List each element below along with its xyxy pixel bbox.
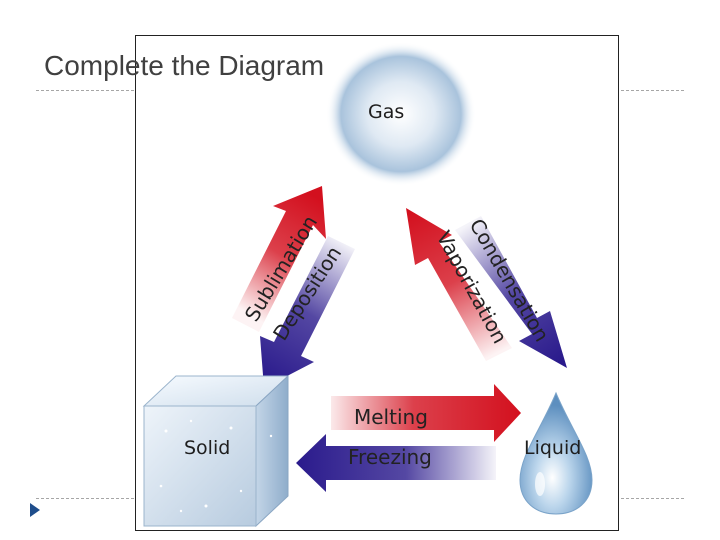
condensation-arrow	[455, 216, 567, 368]
bullet-arrow-icon	[30, 503, 40, 517]
slide-title: Complete the Diagram	[44, 50, 325, 81]
freezing-arrow	[296, 434, 496, 492]
sublimation-arrow	[232, 186, 326, 332]
water-drop-icon	[519, 391, 593, 515]
melting-label: Melting	[354, 405, 428, 429]
gas-cloud-icon	[326, 42, 476, 186]
vaporization-arrow	[406, 208, 512, 361]
liquid-label: Liquid	[524, 437, 581, 459]
deposition-arrow	[260, 236, 355, 388]
phase-change-diagram: Gas Sublimation Deposition Condensation	[135, 35, 619, 531]
freezing-label: Freezing	[348, 445, 432, 469]
melting-arrow	[331, 384, 521, 442]
phase-change-svg: Gas Sublimation Deposition Condensation	[142, 42, 593, 528]
solid-label: Solid	[184, 437, 230, 459]
ice-cube-icon	[142, 374, 290, 528]
gas-label: Gas	[368, 101, 404, 123]
